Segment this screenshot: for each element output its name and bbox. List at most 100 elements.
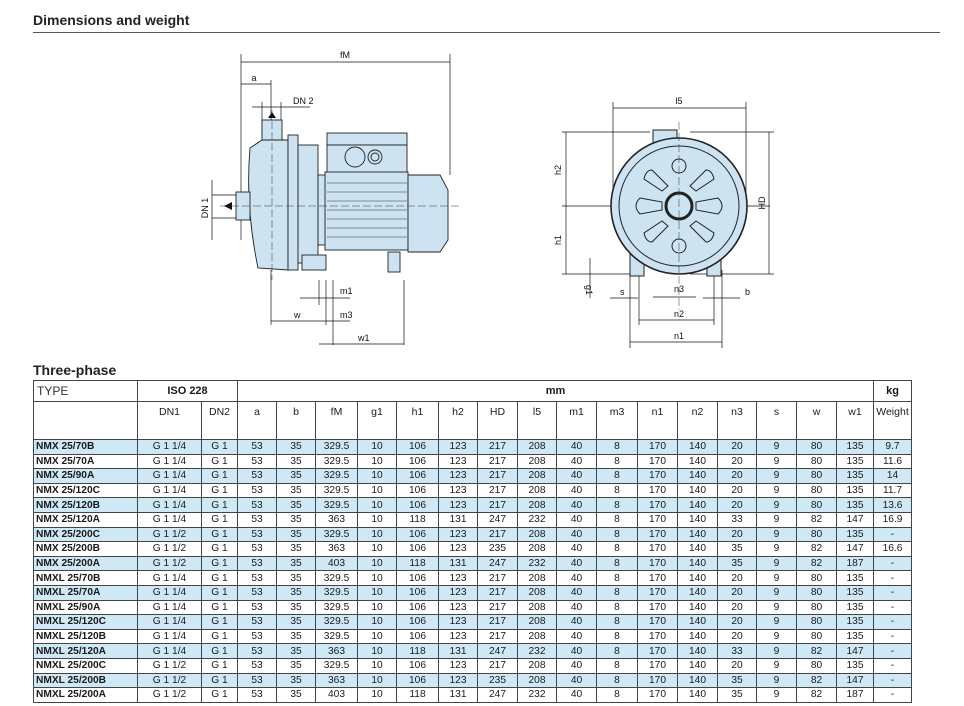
value-cell-a: 53 — [237, 497, 277, 513]
value-cell-g1: 10 — [357, 526, 397, 543]
value-cell-n2: 140 — [677, 511, 718, 528]
value-cell-dn1: G 1 1/4 — [137, 497, 202, 513]
value-cell-n3: 20 — [717, 570, 757, 586]
value-cell-hd: 235 — [477, 672, 518, 689]
column-header-dn1: DN1 — [137, 401, 202, 440]
pump-front-view-diagram: l5 h2 h1 HD g1 s n3 b n2 n1 — [553, 96, 774, 348]
value-cell-h1: 118 — [396, 511, 439, 528]
value-cell-s: 9 — [756, 526, 797, 543]
value-cell-w: 80 — [796, 468, 837, 484]
value-cell-n1: 170 — [637, 599, 678, 616]
value-cell-dn1: G 1 1/4 — [137, 439, 202, 455]
value-cell-s: 9 — [756, 468, 797, 484]
value-cell-weight: - — [873, 687, 912, 703]
model-name-cell: NMXL 25/120C — [33, 614, 138, 630]
value-cell-h1: 106 — [396, 541, 439, 557]
value-cell-fm: 329.5 — [315, 453, 358, 470]
value-cell-n2: 140 — [677, 570, 718, 586]
value-cell-h2: 123 — [438, 497, 478, 513]
value-cell-n1: 170 — [637, 511, 678, 528]
value-cell-l5: 208 — [517, 497, 557, 513]
value-cell-g1: 10 — [357, 541, 397, 557]
value-cell-n3: 35 — [717, 672, 757, 689]
value-cell-h2: 123 — [438, 584, 478, 601]
value-cell-b: 35 — [276, 643, 316, 659]
value-cell-hd: 217 — [477, 468, 518, 484]
value-cell-n2: 140 — [677, 657, 718, 674]
value-cell-h1: 106 — [396, 482, 439, 499]
value-cell-weight: - — [873, 526, 912, 543]
label-w1: w1 — [357, 333, 370, 343]
label-HD: HD — [757, 196, 767, 209]
value-cell-m1: 40 — [556, 584, 597, 601]
value-cell-weight: - — [873, 643, 912, 659]
value-cell-n1: 170 — [637, 541, 678, 557]
value-cell-n3: 20 — [717, 497, 757, 513]
value-cell-g1: 10 — [357, 453, 397, 470]
value-cell-w1: 135 — [836, 482, 874, 499]
model-name-cell: NMXL 25/70B — [33, 570, 138, 586]
value-cell-b: 35 — [276, 614, 316, 630]
value-cell-m1: 40 — [556, 453, 597, 470]
value-cell-w1: 135 — [836, 614, 874, 630]
value-cell-m3: 8 — [596, 482, 638, 499]
value-cell-m1: 40 — [556, 687, 597, 703]
value-cell-n2: 140 — [677, 643, 718, 659]
value-cell-w: 80 — [796, 482, 837, 499]
label-g1: g1 — [584, 285, 594, 295]
column-header-n2: n2 — [677, 401, 718, 440]
value-cell-dn1: G 1 1/4 — [137, 628, 202, 645]
value-cell-b: 35 — [276, 570, 316, 586]
value-cell-g1: 10 — [357, 643, 397, 659]
value-cell-a: 53 — [237, 672, 277, 689]
value-cell-h2: 123 — [438, 468, 478, 484]
column-header-fm: fM — [315, 401, 358, 440]
value-cell-dn2: G 1 — [201, 468, 238, 484]
value-cell-n2: 140 — [677, 482, 718, 499]
value-cell-g1: 10 — [357, 584, 397, 601]
model-name-cell: NMXL 25/120A — [33, 643, 138, 659]
value-cell-l5: 232 — [517, 687, 557, 703]
value-cell-a: 53 — [237, 599, 277, 616]
value-cell-m3: 8 — [596, 439, 638, 455]
value-cell-hd: 217 — [477, 453, 518, 470]
column-header-b: b — [276, 401, 316, 440]
value-cell-n2: 140 — [677, 584, 718, 601]
value-cell-w: 80 — [796, 439, 837, 455]
model-name-cell: NMXL 25/70A — [33, 584, 138, 601]
model-name-cell: NMX 25/120B — [33, 497, 138, 513]
value-cell-g1: 10 — [357, 599, 397, 616]
value-cell-hd: 217 — [477, 614, 518, 630]
value-cell-s: 9 — [756, 687, 797, 703]
value-cell-n1: 170 — [637, 482, 678, 499]
value-cell-w1: 135 — [836, 599, 874, 616]
value-cell-m1: 40 — [556, 468, 597, 484]
value-cell-w: 80 — [796, 628, 837, 645]
value-cell-n2: 140 — [677, 555, 718, 572]
value-cell-n1: 170 — [637, 555, 678, 572]
value-cell-s: 9 — [756, 453, 797, 470]
label-n3: n3 — [674, 284, 684, 294]
value-cell-dn2: G 1 — [201, 614, 238, 630]
value-cell-h1: 106 — [396, 439, 439, 455]
value-cell-w1: 135 — [836, 584, 874, 601]
value-cell-hd: 217 — [477, 628, 518, 645]
label-fM: fM — [340, 50, 350, 60]
value-cell-n3: 35 — [717, 687, 757, 703]
value-cell-n1: 170 — [637, 570, 678, 586]
value-cell-w: 82 — [796, 555, 837, 572]
value-cell-fm: 329.5 — [315, 628, 358, 645]
value-cell-hd: 217 — [477, 497, 518, 513]
value-cell-a: 53 — [237, 628, 277, 645]
value-cell-s: 9 — [756, 511, 797, 528]
value-cell-m3: 8 — [596, 497, 638, 513]
value-cell-s: 9 — [756, 672, 797, 689]
label-n1: n1 — [674, 331, 684, 341]
value-cell-w1: 135 — [836, 453, 874, 470]
